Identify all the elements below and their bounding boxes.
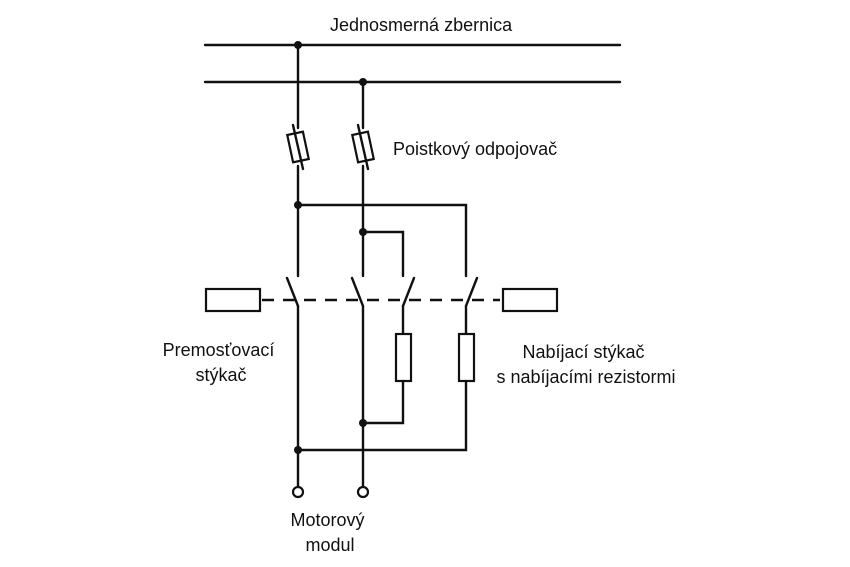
junction-dot — [294, 446, 302, 454]
branch-wire-left — [296, 203, 468, 278]
bypass-contactor-coil — [204, 287, 262, 313]
motor-module-label-line2: modul — [305, 535, 354, 555]
bypass-contact-right — [350, 276, 365, 308]
charging-resistor-1 — [394, 332, 413, 383]
charging-contactor-label-line2: s nabíjacími rezistormi — [496, 367, 675, 387]
charging-resistor-2 — [457, 332, 476, 383]
fuse-right — [350, 123, 376, 171]
charging-contactor-label: Nabíjací stýkač s nabíjacími rezistormi — [496, 342, 675, 387]
charging-contactor-coil — [501, 287, 559, 313]
resistor-return-right — [361, 379, 405, 425]
charging-contact-right — [401, 276, 416, 308]
bypass-contactor-label-line2: stýkač — [195, 365, 246, 385]
dc-bus-label: Jednosmerná zbernica — [330, 15, 513, 35]
charging-contactor-label-line1: Nabíjací stýkač — [522, 342, 644, 362]
motor-terminal-left — [291, 485, 305, 499]
fuse-left — [285, 123, 311, 171]
resistor-return-left — [296, 379, 468, 452]
bypass-contactor-label-line1: Premosťovací — [163, 340, 275, 360]
charging-contact-left — [464, 276, 479, 308]
bypass-contact-left — [285, 276, 300, 308]
bypass-contactor-label: Premosťovací stýkač — [163, 340, 280, 385]
junction-dot — [359, 419, 367, 427]
fuse-disconnector-label: Poistkový odpojovač — [393, 139, 557, 159]
branch-wire-right — [361, 230, 405, 278]
motor-module-label: Motorový modul — [290, 510, 369, 555]
motor-terminal-right — [356, 485, 370, 499]
motor-module-label-line1: Motorový — [290, 510, 364, 530]
